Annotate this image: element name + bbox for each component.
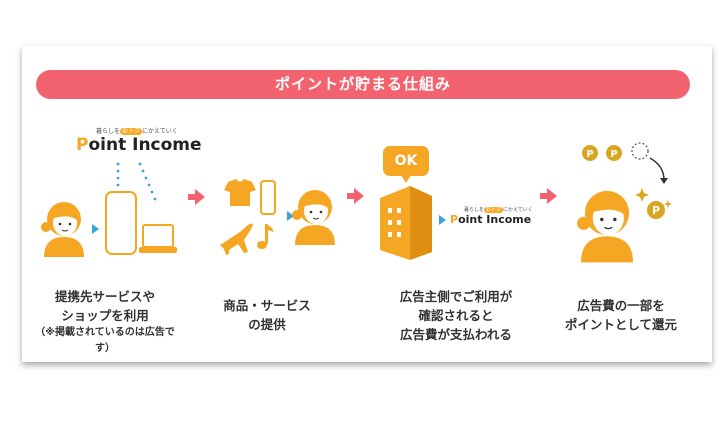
airplane-icon [220,223,253,255]
logo-tagline: 暮らしをおトクにかえていく [96,128,178,135]
logo-name: Point Income [76,135,202,155]
svg-text:P: P [652,204,660,217]
point-income-logo: 暮らしをおトクにかえていく Point Income [76,126,202,155]
caption-line: 商品・サービス [223,298,311,313]
step-3-caption: 広告主側でご利用が 確認されると 広告費が支払われる [381,287,531,344]
step-1-caption: 提携先サービスや ショップを利用 （※掲載されているのは広告です） [30,287,180,357]
svg-text:P: P [586,149,593,160]
point-income-logo-small: 暮らしをおトクにかえていく Point Income [450,206,533,226]
connection-dots [116,162,157,201]
caption-line: ポイントとして還元 [564,317,678,332]
sparkle-icon [635,188,672,208]
tshirt-icon [224,179,256,206]
title-banner: ポイントが貯まる仕組み [36,70,690,99]
curved-arrow-icon [649,157,665,181]
step-4-caption: 広告費の一部を ポイントとして還元 [556,296,686,334]
arrow-right-icon [347,188,364,204]
coin-icon: P [582,145,598,161]
caption-line: 広告費の一部を [577,298,665,313]
arrow-right-icon [188,189,205,205]
empty-coin-slot [631,142,649,160]
arrow-right-icon [92,224,99,234]
svg-text:P: P [610,149,617,160]
arrow-right-icon [540,188,557,204]
laptop-icon [139,224,177,253]
caption-line: の提供 [248,317,286,332]
caption-line: ショップを利用 [61,308,149,323]
arrow-right-icon [287,211,294,221]
caption-line: 提携先サービスや [54,289,155,304]
smartphone-icon [105,191,137,255]
logo-tagline: 暮らしをおトクにかえていく [464,207,533,213]
caption-line: 広告主側でご利用が [399,289,513,304]
coin-icon: P [606,145,622,161]
user-icon [291,189,336,246]
logo-name: Point Income [450,213,532,226]
ok-badge: OK [383,146,429,183]
caption-line: 確認されると [418,308,494,323]
arrow-right-icon [439,215,446,225]
smartphone-icon [260,180,276,215]
happy-user-icon [576,190,634,264]
coin-icon: P [647,201,665,219]
music-note-icon [257,224,274,249]
step-2-caption: 商品・サービス の提供 [212,296,322,334]
caption-line: 広告費が支払われる [400,327,512,342]
user-icon [40,201,85,258]
caption-note: （※掲載されているのは広告です） [35,327,175,354]
building-icon [380,186,432,260]
